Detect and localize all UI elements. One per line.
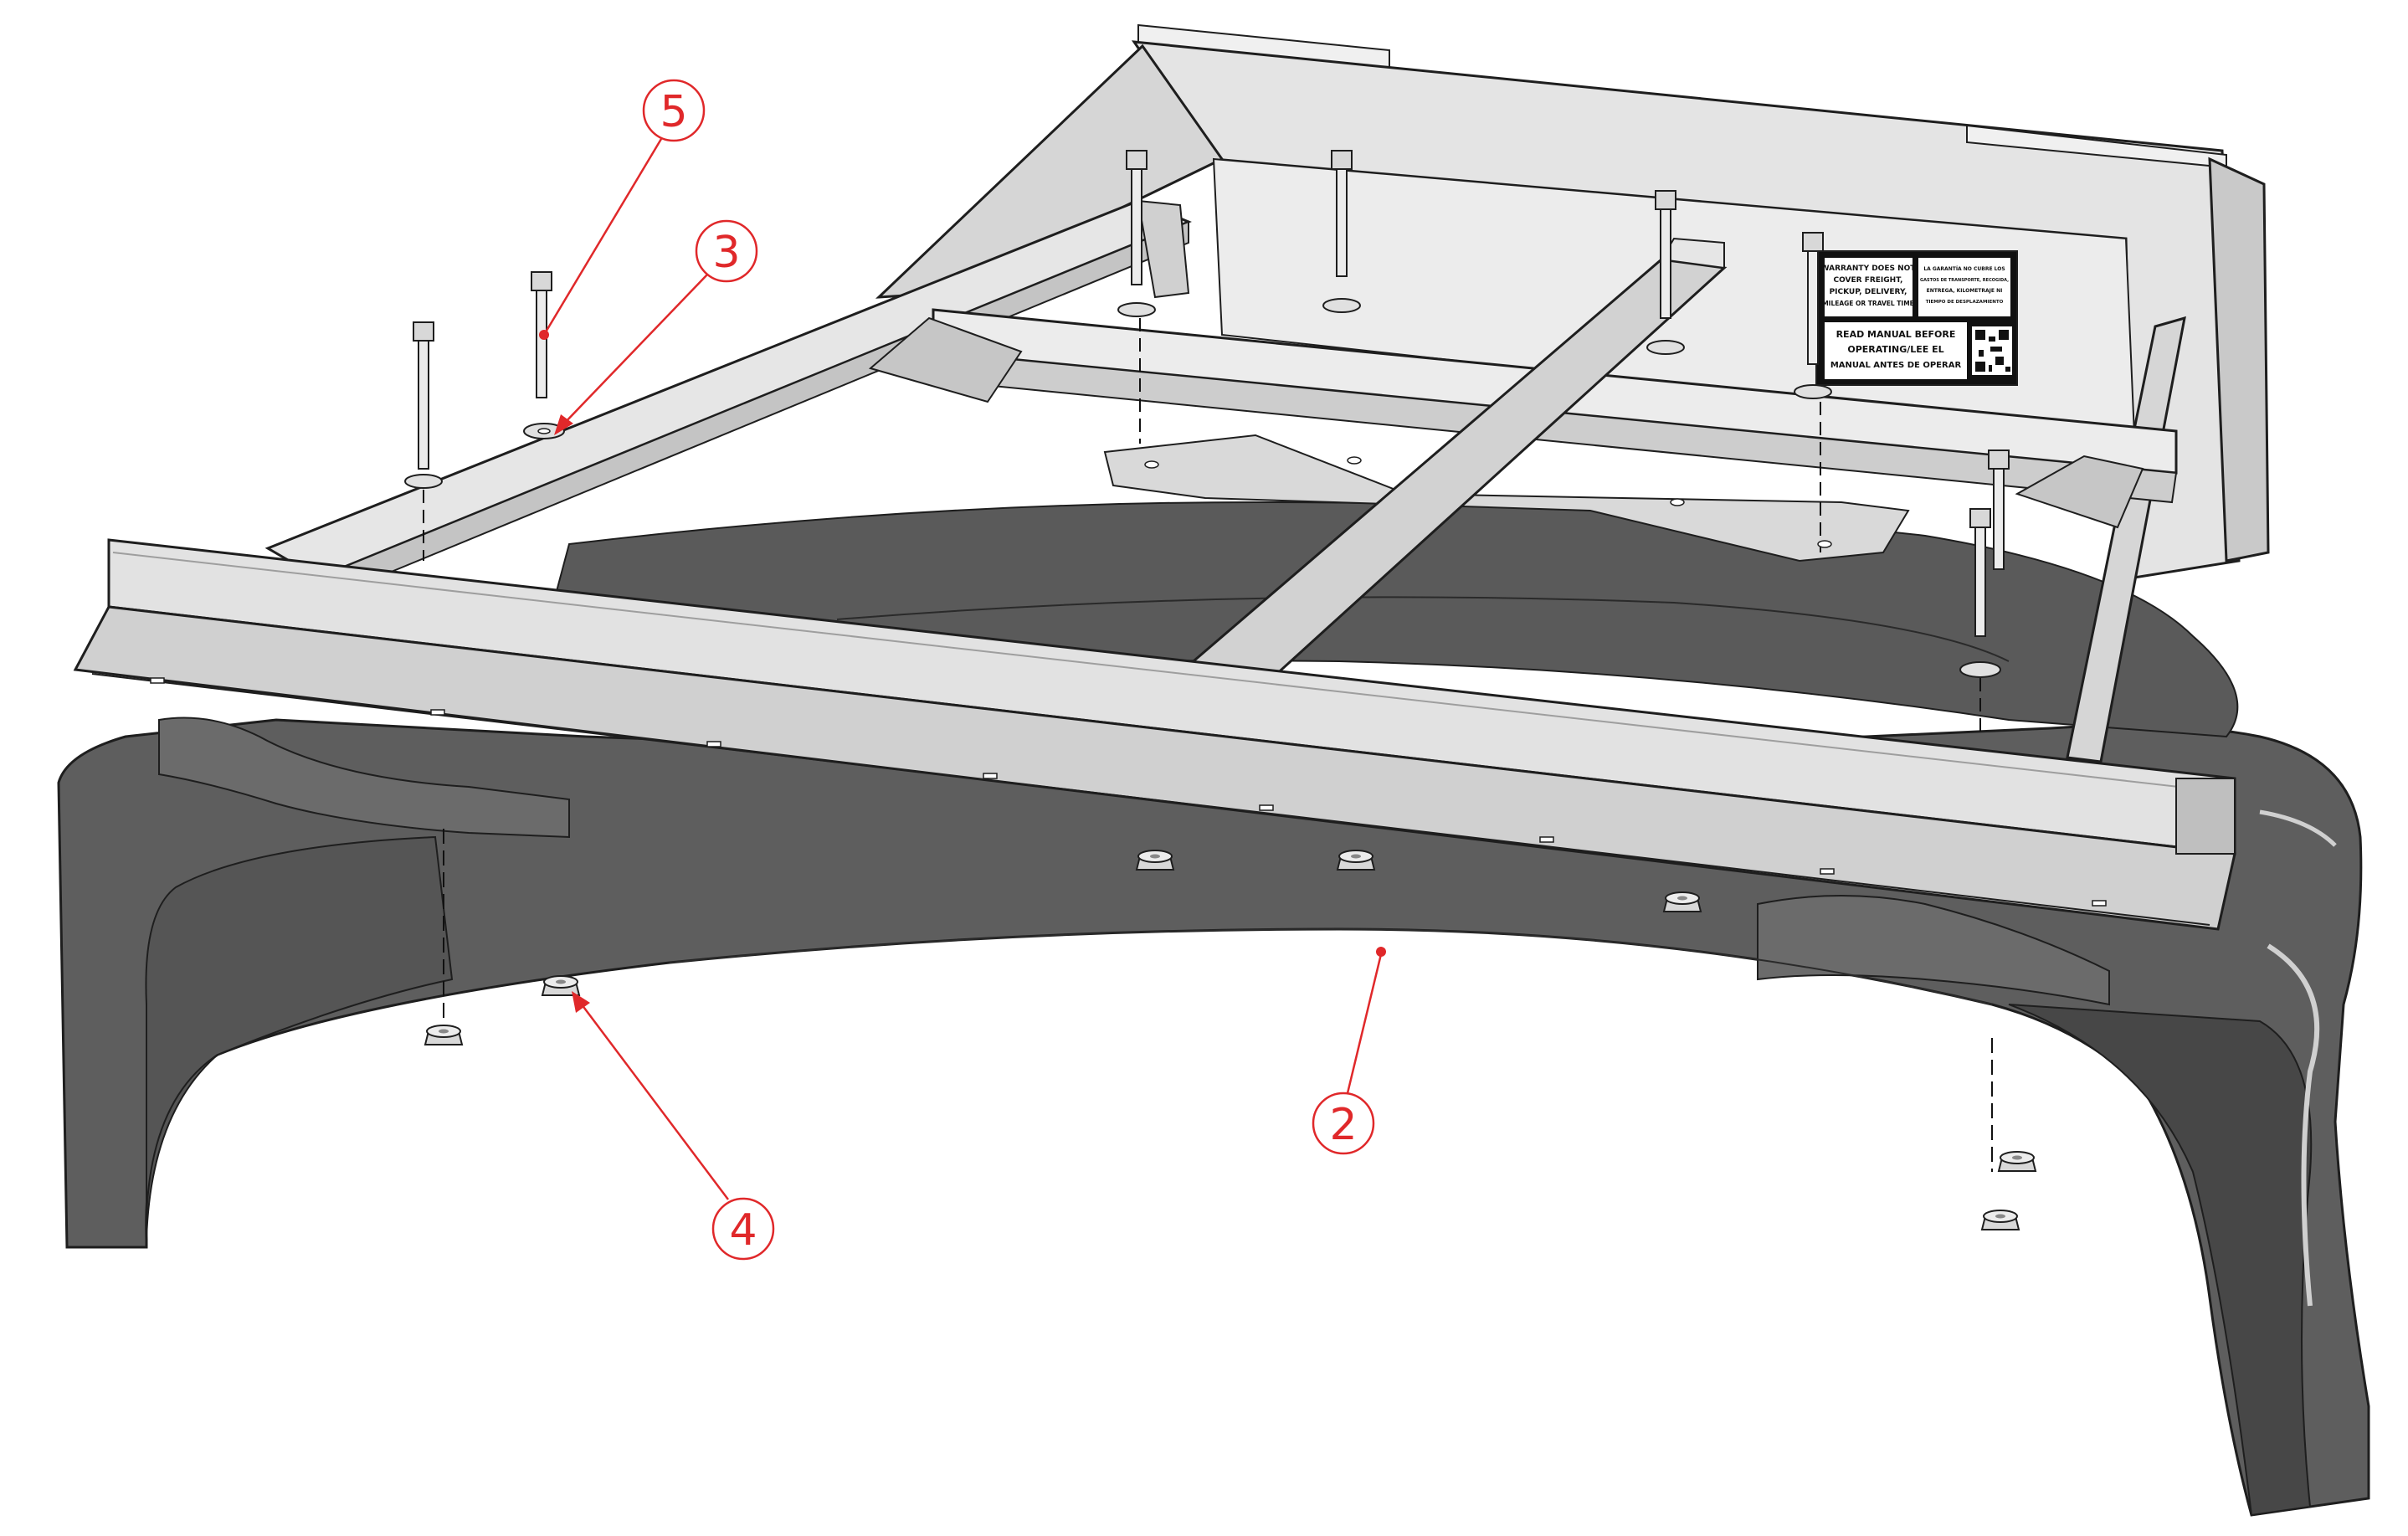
bolt-rear-2 (1322, 150, 1361, 313)
warranty-decal: WARRANTY DOES NOT COVER FREIGHT, PICKUP,… (1815, 250, 2018, 386)
decal-manual-line-2: OPERATING/LEE EL (1847, 344, 1943, 355)
callout-3-label: 3 (712, 228, 740, 278)
callout-5-label: 5 (660, 87, 687, 137)
bolt-callout-5 (531, 271, 552, 398)
callout-2-label: 2 (1329, 1100, 1357, 1150)
decal-warranty-line-2: COVER FREIGHT, (1834, 276, 1903, 285)
bolt-rear-1 (1117, 150, 1156, 444)
nut-center-1 (1135, 850, 1175, 871)
tire-body (57, 501, 2370, 1517)
bolt-rear-4 (1794, 232, 1832, 552)
nut-left-lower (424, 1025, 464, 1045)
callout-5: 5 (539, 79, 706, 340)
frame-assembly (73, 199, 2236, 931)
bolt-right-1 (1988, 449, 2010, 570)
nut-center-3 (1662, 891, 1702, 912)
flange-slots (150, 677, 2107, 907)
decal-warranty-line-1: WARRANTY DOES NOT (1821, 265, 1917, 273)
nut-callout-4 (541, 975, 581, 996)
callout-4-label: 4 (729, 1205, 757, 1256)
decal-garantia-line-2: GASTOS DE TRANSPORTE, RECOGIDA, (1920, 278, 2009, 283)
bolt-left (404, 321, 443, 561)
bolt-right-2 (1959, 508, 2001, 737)
decal-manual-line-1: READ MANUAL BEFORE (1836, 329, 1956, 340)
decal-garantia-line-1: LA GARANTÍA NO CUBRE LOS (1923, 265, 2005, 272)
callout-3: 3 (554, 219, 758, 435)
callout-2: 2 (1312, 947, 1386, 1155)
callout-4: 4 (572, 991, 775, 1261)
decal-warranty-line-3: PICKUP, DELIVERY, (1830, 288, 1907, 296)
decal-garantia-line-3: ENTREGA, KILOMETRAJE NI (1927, 288, 2003, 294)
nut-right-lower (1980, 1210, 2020, 1230)
nut-center-2 (1336, 850, 1376, 871)
decal-manual-line-3: MANUAL ANTES DE OPERAR (1830, 361, 1962, 370)
washer-callout-3 (523, 423, 565, 439)
nut-right-upper (1997, 1151, 2037, 1172)
bolt-rear-3 (1646, 190, 1685, 355)
qr-code-icon (1972, 326, 2012, 375)
tire-inner-rim (836, 596, 2010, 662)
decal-garantia-line-4: TIEMPO DE DESPLAZAMIENTO (1926, 300, 2004, 305)
decal-warranty-line-4: MILEAGE OR TRAVEL TIME (1822, 300, 1914, 307)
